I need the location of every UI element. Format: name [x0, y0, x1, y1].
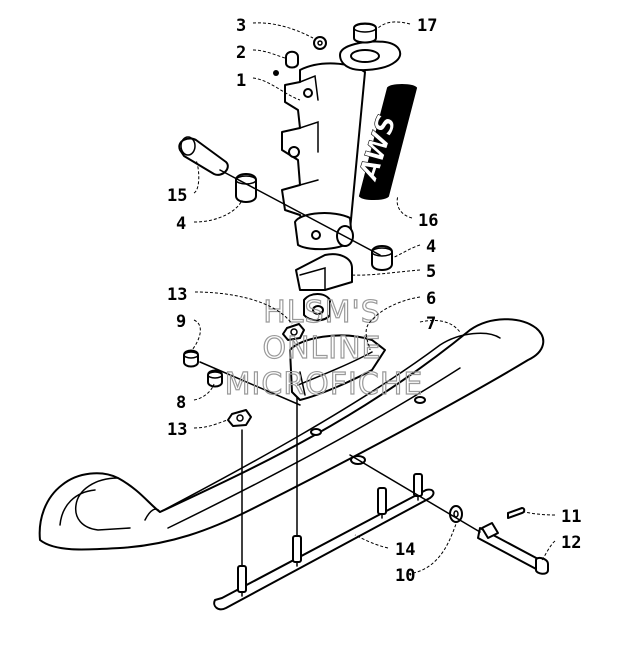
callout-11: 11	[561, 507, 581, 527]
callout-9: 9	[176, 312, 186, 332]
callout-10: 10	[395, 566, 415, 586]
damper-block	[295, 253, 353, 291]
callout-4-upper: 4	[176, 214, 186, 234]
spindle-top	[339, 22, 402, 71]
callout-13-upper: 13	[167, 285, 187, 305]
callout-14: 14	[395, 540, 415, 560]
sleeve-10	[481, 522, 499, 539]
callout-2: 2	[236, 43, 246, 63]
bushing-lower	[371, 245, 393, 271]
callout-1: 1	[236, 71, 246, 91]
callouts: 17 3 2 1 15 4 16 4 5 6 7 13 9 8 13 11 12…	[167, 16, 581, 586]
nut-13-upper	[282, 323, 305, 341]
callout-17: 17	[417, 16, 437, 36]
wear-bar	[213, 359, 435, 611]
bolt-12	[477, 527, 549, 575]
callout-13-lower: 13	[167, 420, 187, 440]
axis-lines	[199, 169, 481, 533]
nut-8	[207, 369, 223, 388]
watermark-line-2: ONLINE	[262, 331, 381, 366]
saddle	[303, 293, 331, 322]
watermark-line-3: MICROFICHE	[225, 367, 424, 402]
pin-top	[273, 70, 279, 76]
callout-16: 16	[418, 211, 438, 231]
spacer-11	[507, 507, 526, 519]
spindle-clamp	[294, 212, 354, 251]
washer-top	[285, 50, 299, 69]
nut-13-lower	[227, 409, 252, 427]
callout-3: 3	[236, 16, 246, 36]
callout-4-lower: 4	[426, 237, 436, 257]
callout-7: 7	[426, 314, 436, 334]
watermark-line-1: HLSM'S	[263, 295, 381, 330]
washer-9	[183, 349, 199, 368]
callout-8: 8	[176, 393, 186, 413]
sleeve	[178, 136, 229, 176]
callout-12: 12	[561, 533, 581, 553]
callout-15: 15	[167, 186, 187, 206]
callout-5: 5	[426, 262, 436, 282]
leader-lines	[191, 21, 556, 575]
nut-top	[313, 36, 327, 50]
watermark: HLSM'S ONLINE MICROFICHE	[224, 294, 424, 402]
spindle-arm	[281, 62, 366, 240]
ski-saddle-bracket	[289, 334, 386, 401]
ski	[38, 318, 545, 551]
callout-6: 6	[426, 289, 436, 309]
